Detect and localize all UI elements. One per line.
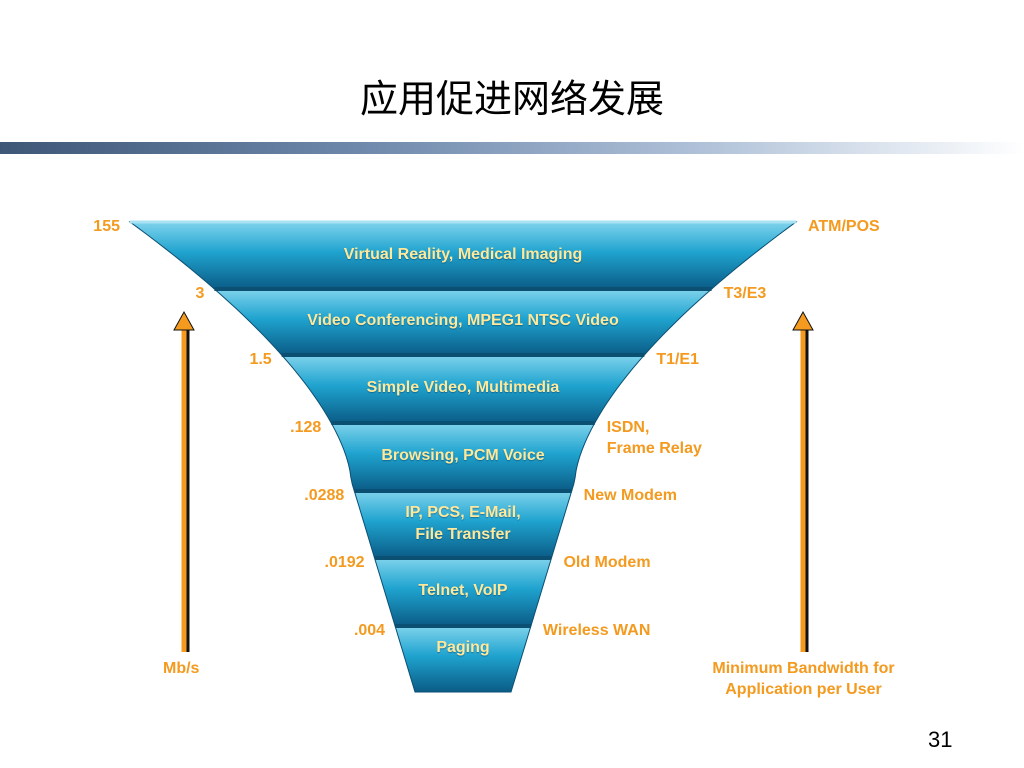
title-divider — [0, 142, 1024, 154]
bandwidth-rate-label: 1.5 — [249, 351, 272, 368]
funnel-band-label: Paging — [436, 639, 490, 656]
funnel-band-label: Simple Video, Multimedia — [366, 379, 560, 396]
bandwidth-rate-label: .0288 — [304, 487, 345, 504]
left-axis-unit: Mb/s — [163, 660, 200, 677]
funnel-band-label: Telnet, VoIP — [418, 582, 508, 599]
funnel-band-label: IP, PCS, E-Mail, File Transfer — [405, 503, 521, 543]
slide-number: 31 — [928, 727, 953, 752]
network-technology-label: T1/E1 — [656, 351, 699, 368]
bandwidth-rate-label: .128 — [290, 419, 322, 436]
network-technology-label: ATM/POS — [808, 218, 880, 235]
bandwidth-rate-label: 155 — [93, 218, 120, 235]
arrow-head-icon — [173, 310, 195, 331]
bandwidth-rate-label: .004 — [353, 622, 386, 639]
network-technology-label: Old Modem — [563, 554, 651, 571]
funnel-band — [394, 625, 532, 693]
network-technology-label: ISDN, Frame Relay — [606, 419, 702, 457]
network-technology-label: New Modem — [583, 487, 678, 504]
network-technology-label: Wireless WAN — [542, 622, 651, 639]
bandwidth-rate-label: .0192 — [324, 554, 365, 571]
right-axis-caption: Minimum Bandwidth for Application per Us… — [712, 660, 895, 698]
bandwidth-rate-label: 3 — [195, 285, 205, 302]
funnel-band-label: Virtual Reality, Medical Imaging — [343, 245, 583, 263]
funnel-band-label: Video Conferencing, MPEG1 NTSC Video — [307, 312, 619, 329]
page-title: 应用促进网络发展 — [359, 77, 664, 121]
network-technology-label: T3/E3 — [723, 285, 767, 302]
funnel-band-label: Browsing, PCM Voice — [381, 447, 545, 464]
arrow-head-icon — [792, 310, 814, 331]
